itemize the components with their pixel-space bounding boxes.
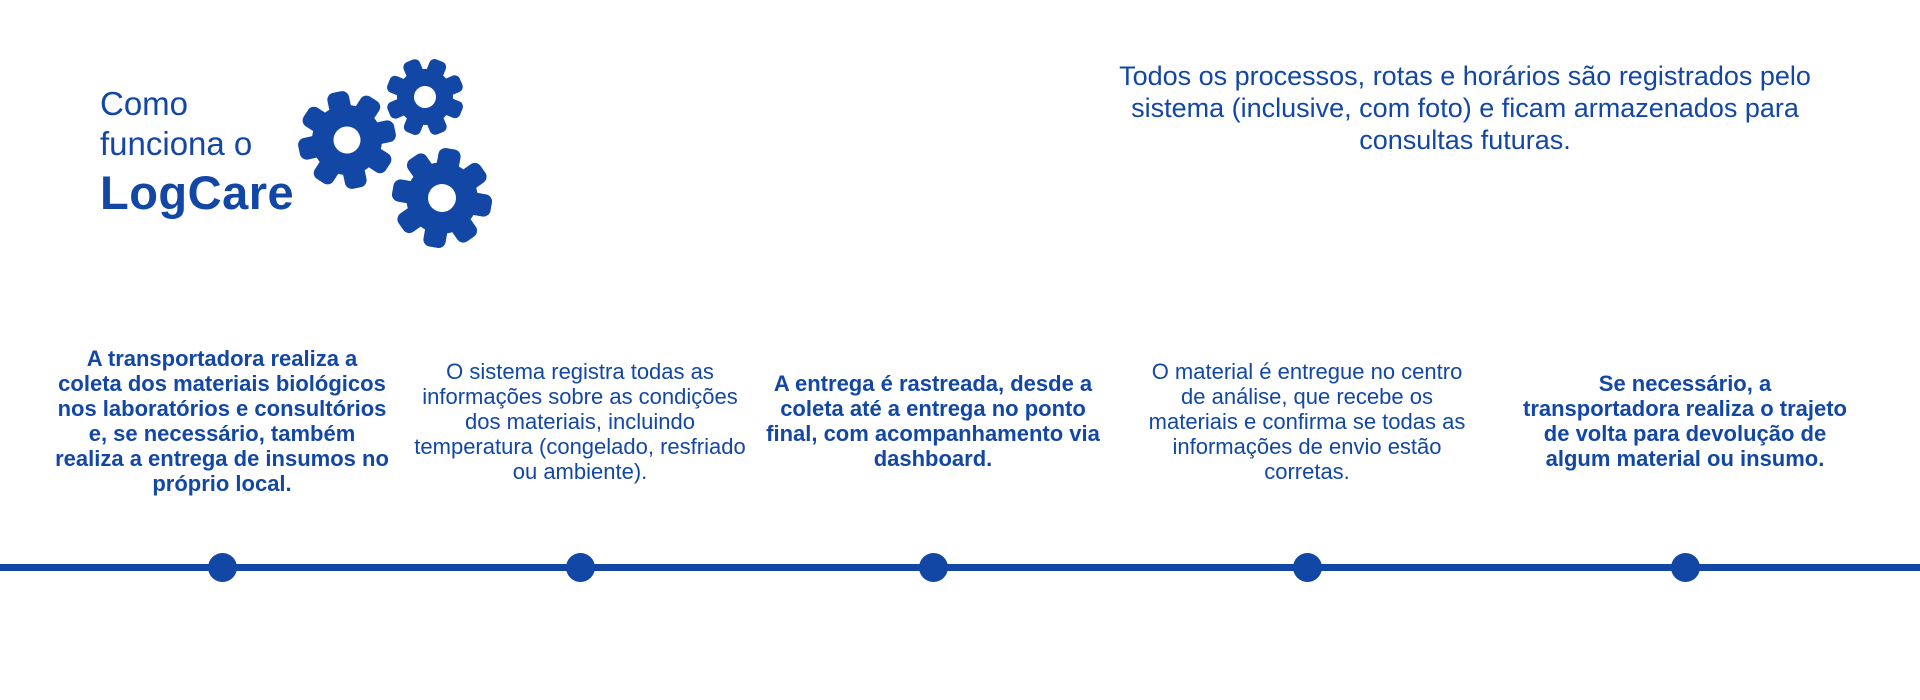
timeline-dot-3 [919,553,948,582]
step-text-1-label: A transportadora realiza a coleta dos ma… [55,346,389,496]
step-text-3-label: A entrega é rastreada, desde a coleta at… [766,371,1100,471]
timeline-line [0,564,1920,571]
step-text-5-label: Se necessário, a transportadora realiza … [1523,371,1847,471]
timeline-dot-2 [566,553,595,582]
timeline-dot-5 [1671,553,1700,582]
step-text-5: Se necessário, a transportadora realiza … [1518,330,1852,512]
title-line-1: Como [100,85,189,122]
step-text-1: A transportadora realiza a coleta dos ma… [55,330,389,512]
brand-name: LogCare [100,166,295,219]
step-text-4: O material é entregue no centro de análi… [1140,330,1474,512]
step-text-4-label: O material é entregue no centro de análi… [1148,358,1466,484]
step-text-2: O sistema registra todas as informações … [413,330,747,512]
intro-paragraph: Todos os processos, rotas e horários são… [1119,61,1811,155]
step-text-3: A entrega é rastreada, desde a coleta at… [766,330,1100,512]
page-title: Como funciona o LogCare [100,84,294,219]
timeline-dot-1 [208,553,237,582]
gears-icon [292,40,497,260]
timeline-dot-4 [1293,553,1322,582]
step-text-2-label: O sistema registra todas as informações … [414,358,746,484]
title-line-2: funciona o [100,125,253,162]
